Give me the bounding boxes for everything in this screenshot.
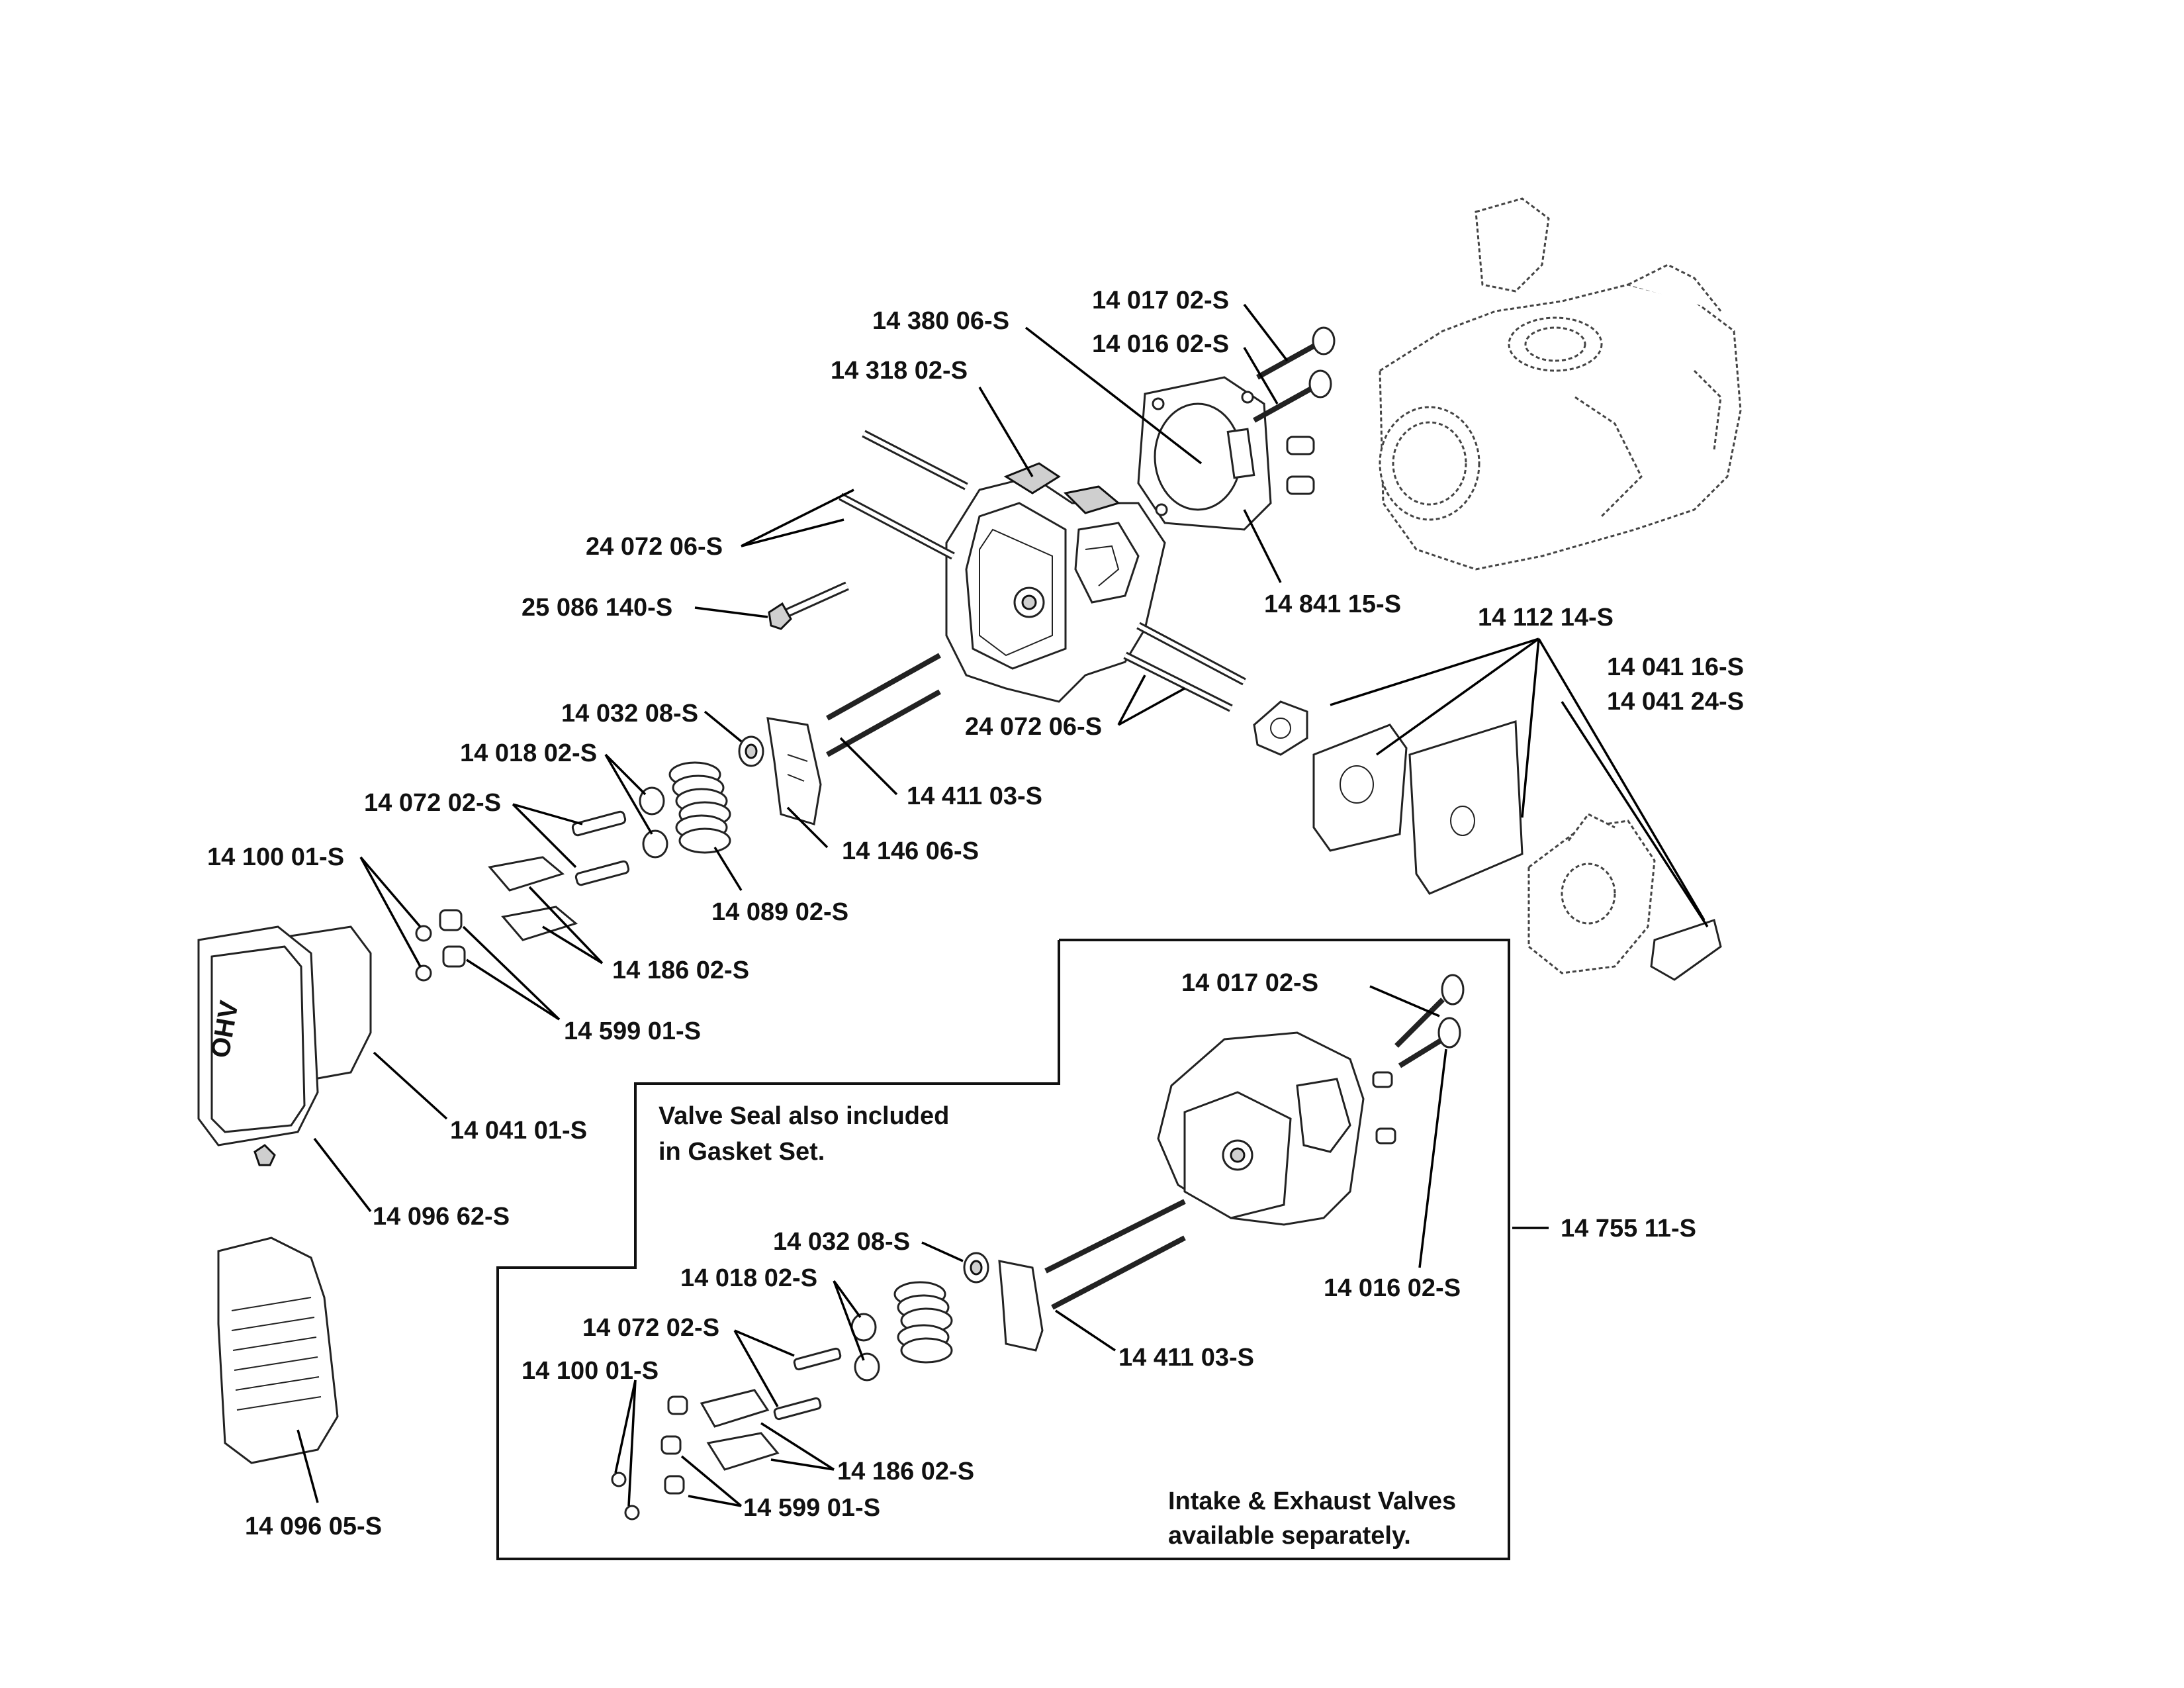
label-14016-02-s-kit: 14 016 02-S: [1324, 1274, 1461, 1302]
valve-cover-ohv-drawing: OHV: [197, 925, 372, 1166]
label-14380-06-s: 14 380 06-S: [872, 307, 1009, 335]
label-14032-08-s-kit: 14 032 08-S: [773, 1228, 910, 1256]
part-labels: 14 380 06-S 14 017 02-S 14 016 02-S 14 3…: [207, 287, 1744, 1540]
kit-cylinder-head-drawing: [1044, 974, 1465, 1310]
label-14186-02-s-upper: 14 186 02-S: [612, 957, 749, 984]
leader-lines: [296, 303, 1709, 1507]
label-14017-02-s-kit: 14 017 02-S: [1181, 969, 1318, 997]
cylinder-head-drawing: [945, 462, 1166, 703]
label-14041-16-s: 14 041 16-S: [1607, 653, 1744, 681]
label-14411-03-s-upper: 14 411 03-S: [907, 782, 1042, 810]
valve-train-kit-drawing: [611, 1252, 1044, 1521]
label-24072-06-s-upper: 24 072 06-S: [586, 533, 723, 561]
label-14041-01-s: 14 041 01-S: [450, 1117, 587, 1145]
label-24072-06-s-lower: 24 072 06-S: [965, 713, 1102, 741]
note-valve-seal-line1: Valve Seal also included: [659, 1102, 949, 1130]
engine-block-drawing: [1379, 197, 1742, 571]
notes: Valve Seal also included in Gasket Set. …: [659, 1102, 1456, 1550]
label-25086-140-s: 25 086 140-S: [522, 594, 672, 622]
label-14841-15-s: 14 841 15-S: [1264, 590, 1401, 618]
label-14016-02-s-top: 14 016 02-S: [1092, 330, 1229, 358]
label-14072-02-s-upper: 14 072 02-S: [364, 789, 501, 817]
label-14100-01-s-kit: 14 100 01-S: [522, 1357, 659, 1385]
label-14017-02-s-top: 14 017 02-S: [1092, 287, 1229, 314]
label-14032-08-s-upper: 14 032 08-S: [561, 700, 698, 727]
label-14146-06-s: 14 146 06-S: [842, 837, 979, 865]
label-14072-02-s-kit: 14 072 02-S: [582, 1314, 719, 1342]
valve-cover-alt-drawing: [217, 1237, 339, 1464]
label-14089-02-s: 14 089 02-S: [711, 898, 848, 926]
note-valves-line1: Intake & Exhaust Valves: [1168, 1487, 1456, 1515]
label-14411-03-s-kit: 14 411 03-S: [1118, 1344, 1254, 1372]
note-valves-line2: available separately.: [1168, 1522, 1411, 1550]
label-14096-62-s: 14 096 62-S: [373, 1203, 510, 1231]
label-14755-11-s: 14 755 11-S: [1561, 1215, 1696, 1243]
label-14186-02-s-kit: 14 186 02-S: [837, 1458, 974, 1485]
label-14100-01-s-upper: 14 100 01-S: [207, 843, 344, 871]
stud-bolts-upper-drawing: [839, 430, 968, 560]
kit-boundary-box: [496, 939, 1510, 1560]
stud-bolts-lower-drawing: [1123, 622, 1246, 712]
label-14318-02-s: 14 318 02-S: [831, 357, 968, 385]
label-14599-01-s-upper: 14 599 01-S: [564, 1017, 701, 1045]
label-14018-02-s-upper: 14 018 02-S: [460, 739, 597, 767]
label-14599-01-s-kit: 14 599 01-S: [743, 1494, 880, 1522]
label-14041-24-s: 14 041 24-S: [1607, 688, 1744, 716]
label-14096-05-s: 14 096 05-S: [245, 1513, 382, 1540]
intake-gaskets-drawing: [1253, 700, 1722, 981]
valves-top-drawing: [1253, 326, 1336, 495]
head-gasket-drawing: [1137, 376, 1272, 531]
label-14018-02-s-kit: 14 018 02-S: [680, 1264, 817, 1292]
head-bolt-drawing: [768, 581, 849, 630]
carburetor-drawing: [1527, 813, 1656, 974]
label-14112-14-s: 14 112 14-S: [1478, 604, 1614, 632]
note-valve-seal-line2: in Gasket Set.: [659, 1138, 825, 1166]
